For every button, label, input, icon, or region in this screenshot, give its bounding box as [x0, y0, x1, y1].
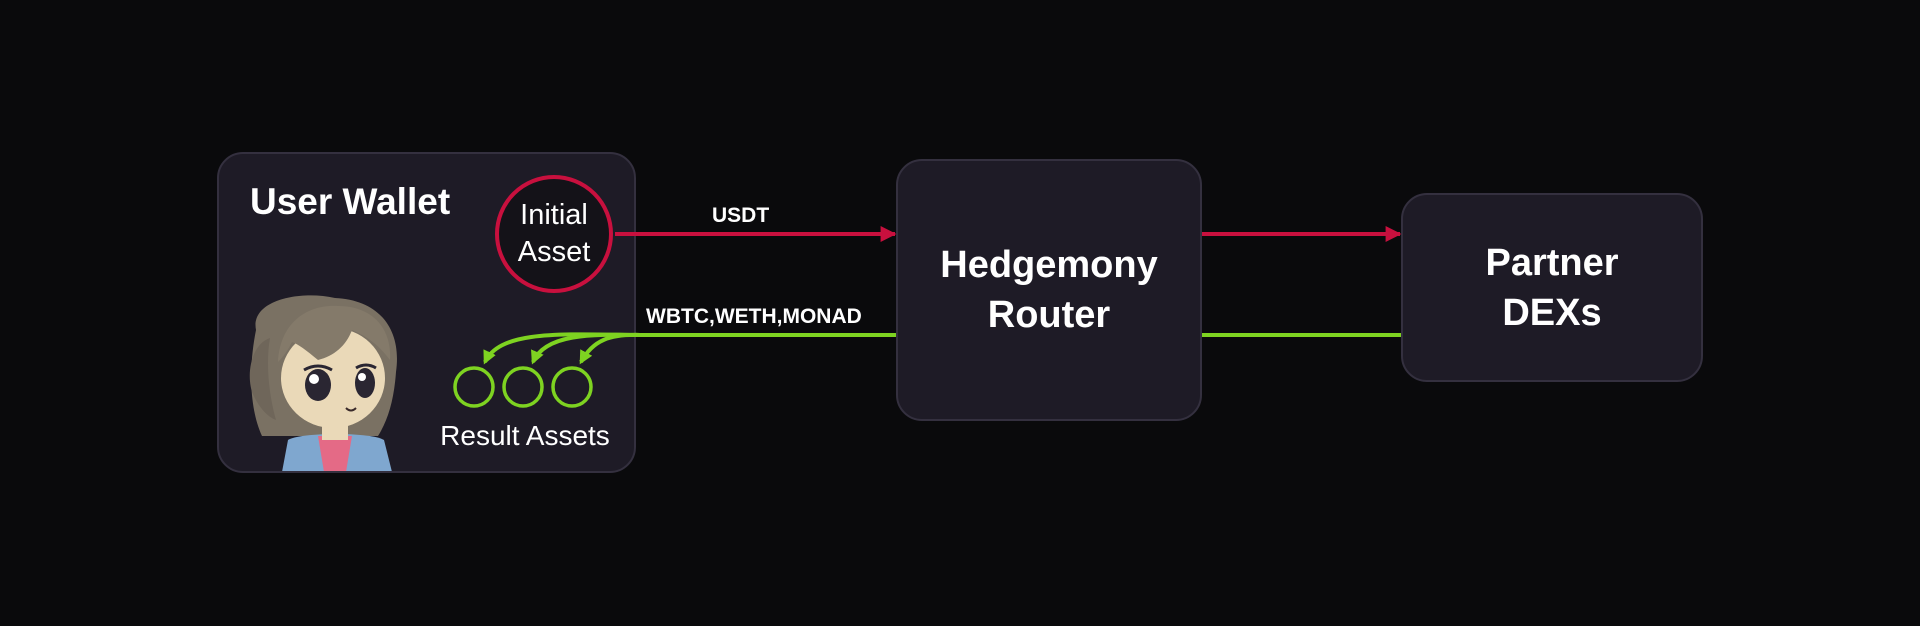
token-circle-icon — [551, 366, 593, 408]
partner-dexs-box — [1401, 193, 1703, 382]
return-branch-arrow-3 — [579, 332, 641, 365]
return-branch-arrow-2 — [531, 332, 641, 365]
token-circle-icon — [502, 366, 544, 408]
anime-girl-avatar — [249, 295, 397, 471]
partner-dexs-label: Partner DEXs — [1401, 193, 1703, 382]
initial-asset-line-1: Initial — [520, 199, 588, 231]
user-wallet-title: User Wallet — [250, 181, 451, 222]
usdt-flow-label: USDT — [712, 204, 770, 227]
return-assets-flow-label: WBTC,WETH,MONAD — [646, 305, 862, 328]
router-label-line-1: Hedgemony — [940, 244, 1158, 286]
router-label: Hedgemony Router — [896, 159, 1202, 421]
hedgemony-router-box — [896, 159, 1202, 421]
partner-dexs-line-1: Partner — [1485, 241, 1619, 284]
router-label-line-2: Router — [987, 294, 1111, 336]
token-circle-icon — [453, 366, 495, 408]
result-assets-label: Result Assets — [440, 420, 610, 451]
initial-asset-line-2: Asset — [517, 236, 591, 268]
partner-dexs-line-2: DEXs — [1502, 291, 1602, 334]
initial-asset-badge: Initial Asset — [495, 175, 613, 293]
